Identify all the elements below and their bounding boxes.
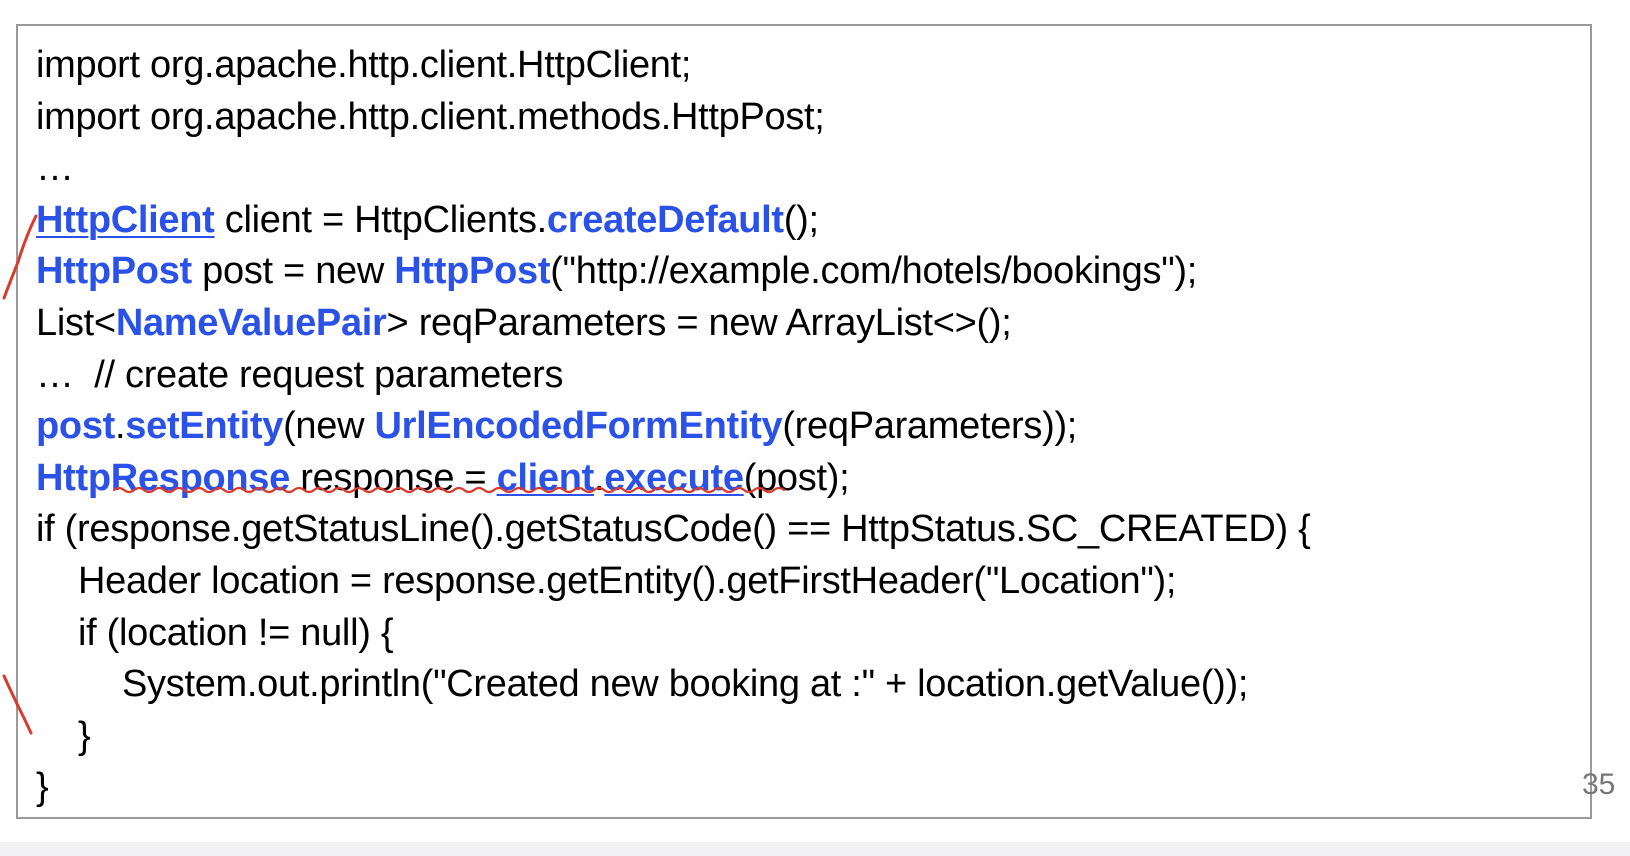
code-text: . <box>594 456 605 499</box>
code-lines: import org.apache.http.client.HttpClient… <box>36 40 1580 814</box>
code-line-15: } <box>36 762 1580 814</box>
code-line-7: … // create request parameters <box>36 350 1580 402</box>
page-number: 35 <box>1582 768 1616 801</box>
code-line-11: Header location = response.getEntity().g… <box>36 556 1580 608</box>
code-text: System.out.println("Created new booking … <box>122 663 1249 706</box>
code-text: } <box>36 766 49 809</box>
code-line-3: … <box>36 143 1580 195</box>
code-text: Header location = response.getEntity().g… <box>78 559 1177 602</box>
code-text: ("http://example.com/hotels/bookings"); <box>550 250 1198 293</box>
class-urlencodedformentity: UrlEncodedFormEntity <box>374 405 783 448</box>
code-text: client = HttpClients. <box>214 198 547 241</box>
code-text: (post); <box>743 456 850 499</box>
code-text: import org.apache.http.client.methods.Ht… <box>36 95 825 138</box>
code-line-13: System.out.println("Created new booking … <box>36 659 1580 711</box>
code-text: (); <box>783 198 819 241</box>
code-text: … <box>36 147 74 190</box>
variable-client: client <box>496 456 595 499</box>
code-text: List< <box>36 301 116 344</box>
code-line-1: import org.apache.http.client.HttpClient… <box>36 40 1580 92</box>
code-text: . <box>115 405 126 448</box>
code-text: } <box>78 714 91 757</box>
code-line-2: import org.apache.http.client.methods.Ht… <box>36 92 1580 144</box>
class-link-httpclient[interactable]: HttpClient <box>36 198 215 241</box>
method-createdefault: createDefault <box>546 198 784 241</box>
method-execute: execute <box>604 456 744 499</box>
code-text: if (response.getStatusLine().getStatusCo… <box>36 508 1311 551</box>
code-line-8: post.setEntity(new UrlEncodedFormEntity(… <box>36 401 1580 453</box>
class-httppost-constructor: HttpPost <box>394 250 551 293</box>
code-line-12: if (location != null) { <box>36 608 1580 660</box>
code-line-14: } <box>36 711 1580 763</box>
code-line-4: HttpClient client = HttpClients.createDe… <box>36 195 1580 247</box>
code-text: (new <box>283 405 375 448</box>
code-line-5: HttpPost post = new HttpPost("http://exa… <box>36 246 1580 298</box>
code-text: (reqParameters)); <box>782 405 1078 448</box>
code-line-6: List<NameValuePair> reqParameters = new … <box>36 298 1580 350</box>
code-line-9: HttpResponse response = client.execute(p… <box>36 453 1580 505</box>
code-text: response = <box>289 456 497 499</box>
class-namevaluepair: NameValuePair <box>115 301 387 344</box>
class-httppost: HttpPost <box>36 250 192 293</box>
code-text: import org.apache.http.client.HttpClient… <box>36 44 692 86</box>
variable-post: post <box>36 405 116 448</box>
method-setentity: setEntity <box>125 405 284 448</box>
class-httpresponse: HttpResponse <box>36 456 290 499</box>
bottom-strip <box>0 842 1630 856</box>
code-comment: … // create request parameters <box>36 353 564 396</box>
code-snippet-box: import org.apache.http.client.HttpClient… <box>16 24 1592 819</box>
code-text: post = new <box>191 250 395 293</box>
code-text: > reqParameters = new ArrayList<>(); <box>386 301 1012 344</box>
code-line-10: if (response.getStatusLine().getStatusCo… <box>36 504 1580 556</box>
code-text: if (location != null) { <box>78 611 394 654</box>
